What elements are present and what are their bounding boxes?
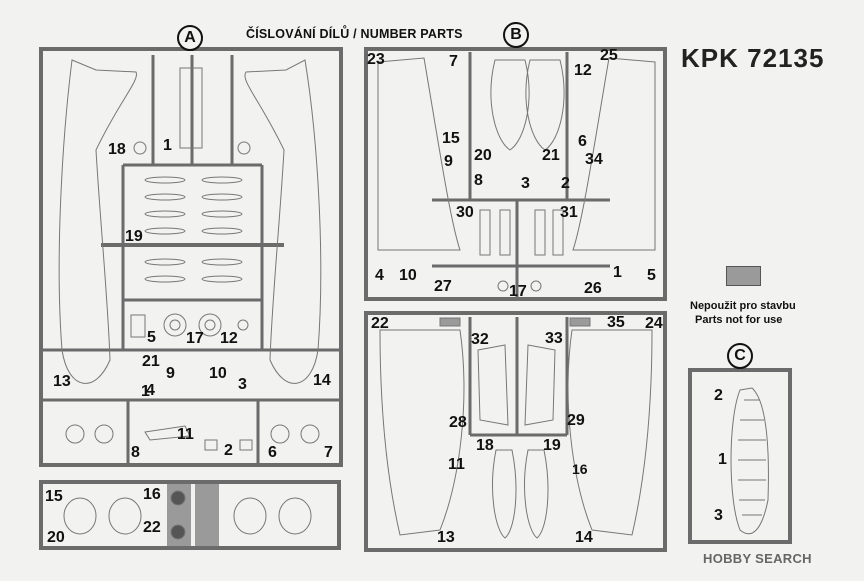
not-for-use-swatch [726,266,761,286]
part-number: 21 [142,353,160,370]
part-number: 13 [437,529,455,546]
part-number: 3 [521,175,530,192]
part-number: 9 [444,153,453,170]
part-number: 12 [220,330,238,347]
part-number: 4 [146,382,155,399]
part-number: 19 [543,437,561,454]
part-number: 3 [714,507,723,524]
part-number: 28 [449,414,467,431]
part-number: 7 [449,53,458,70]
part-number: 10 [209,365,227,382]
part-number: 11 [448,456,465,473]
part-number: 34 [585,151,603,168]
part-number: 20 [474,147,492,164]
part-number: 24 [645,315,663,332]
part-number: 15 [45,488,63,505]
part-number: 27 [434,278,452,295]
part-number: 22 [143,519,161,536]
part-number: 16 [572,461,588,477]
part-number: 31 [560,204,578,221]
kit-number: KPK 72135 [681,43,825,73]
part-number: 17 [509,283,527,300]
sprue-b-label: B [503,22,529,48]
part-number: 26 [584,280,602,297]
part-number: 13 [53,373,71,390]
part-number: 18 [476,437,494,454]
legend-line-2: Parts not for use [695,314,783,326]
sprue-a-label: A [177,25,203,51]
part-number: 18 [108,141,126,158]
part-number: 1 [613,264,622,281]
part-number: 1 [163,137,172,154]
part-number: 3 [238,376,247,393]
part-number: 6 [268,444,277,461]
part-number: 32 [471,331,489,348]
part-number: 8 [474,172,483,189]
part-number: 22 [371,315,389,332]
part-number: 14 [313,372,331,389]
part-number: 11 [177,426,194,443]
part-number: 14 [575,529,593,546]
part-number: 33 [545,330,563,347]
part-number: 35 [607,314,625,331]
part-number: 9 [166,365,175,382]
legend-line-1: Nepoužit pro stavbu [690,300,796,312]
part-number: 7 [324,444,333,461]
part-number: 15 [442,130,460,147]
part-number: 5 [147,329,156,346]
part-number: 29 [567,412,585,429]
part-number: 6 [578,133,587,150]
part-number: 2 [561,175,570,192]
sprue-c-label: C [727,343,753,369]
part-number: 17 [186,330,204,347]
part-number: 2 [224,442,233,459]
part-number: 19 [125,228,143,245]
part-number: 30 [456,204,474,221]
part-number: 10 [399,267,417,284]
part-number: 8 [131,444,140,461]
part-number: 12 [574,62,592,79]
part-number: 25 [600,47,618,64]
part-number: 1 [141,383,150,400]
part-number: 5 [647,267,656,284]
watermark: HOBBY SEARCH [703,551,812,566]
part-number: 20 [47,529,65,546]
sheet-title: ČÍSLOVÁNÍ DÍLŮ / NUMBER PARTS [246,27,463,41]
part-number: 2 [714,387,723,404]
part-number: 4 [375,267,384,284]
part-number: 23 [367,51,385,68]
part-number: 16 [143,486,161,503]
part-number: 21 [542,147,560,164]
part-number: 1 [718,451,727,468]
